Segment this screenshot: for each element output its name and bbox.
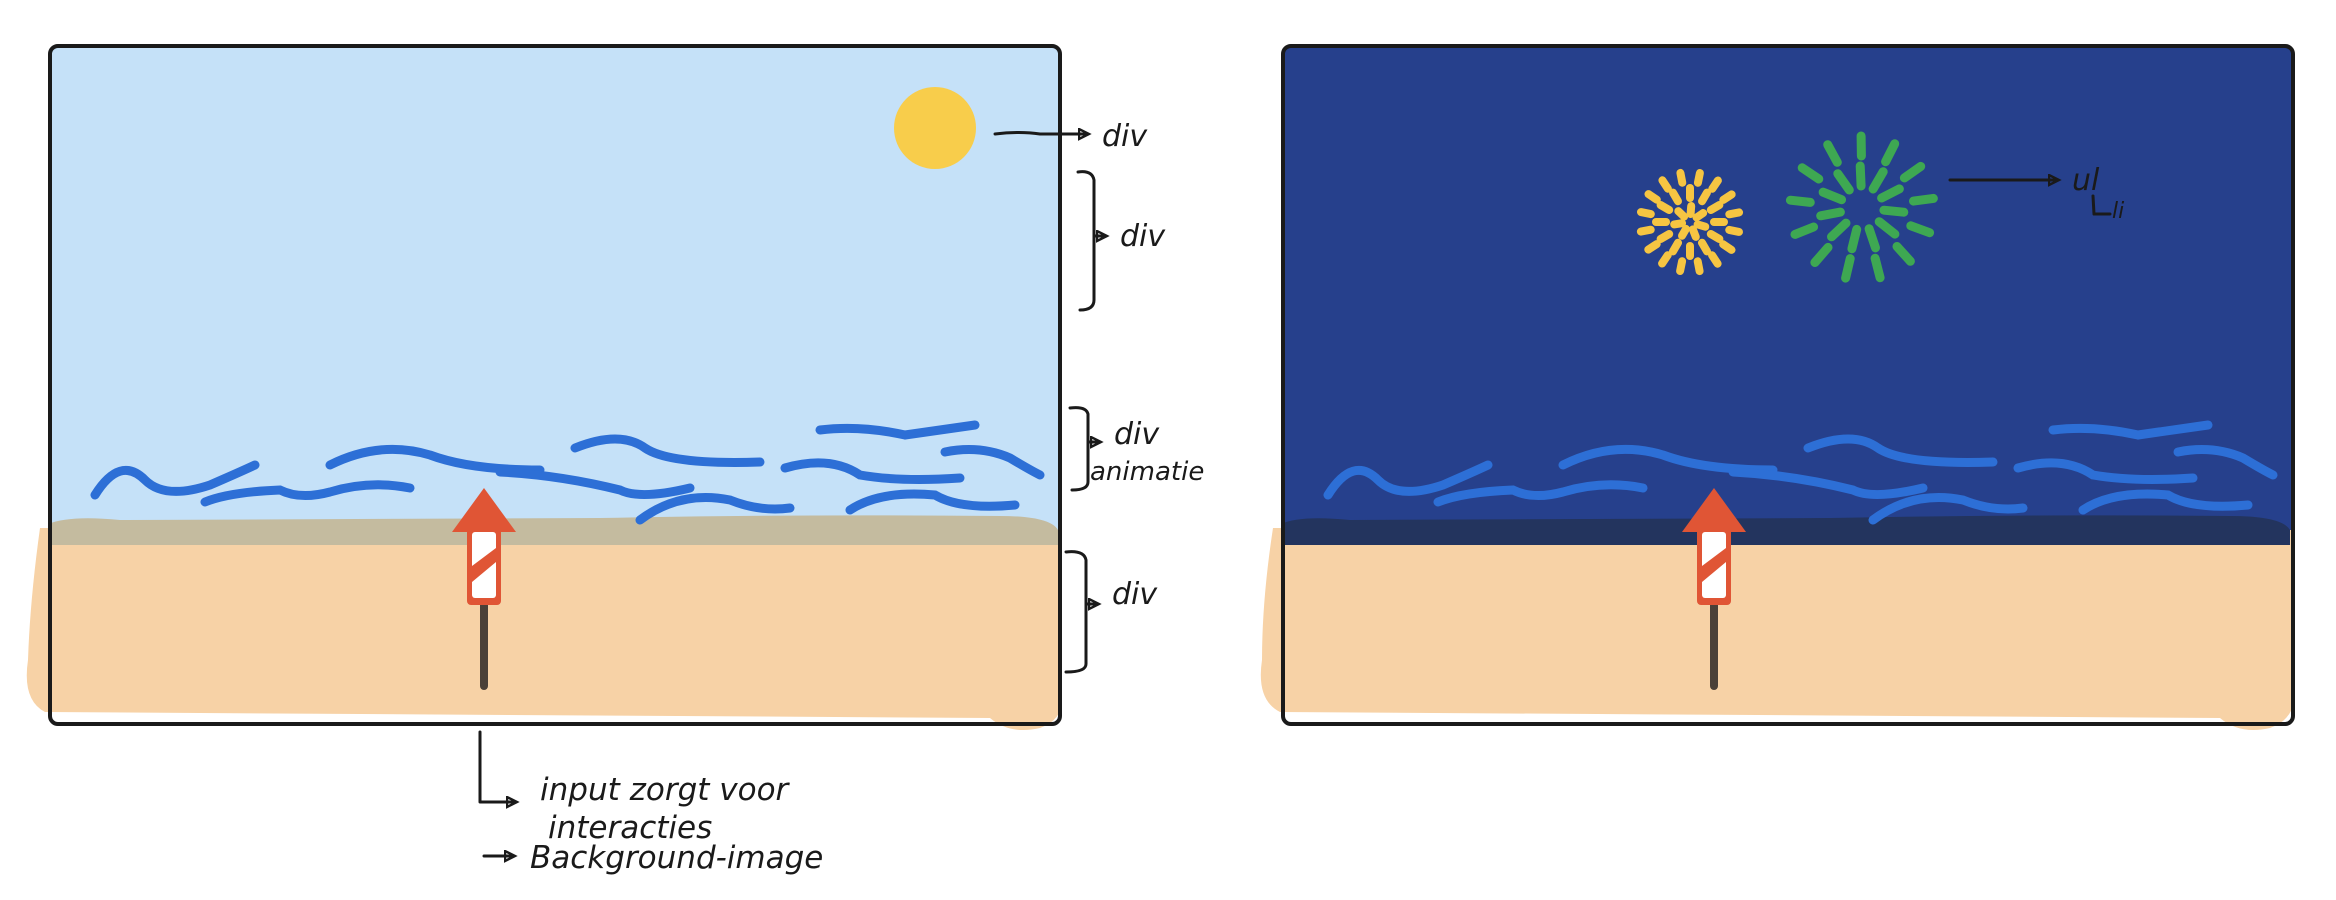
firework-spark — [1708, 251, 1722, 268]
fireworks-sub-label: li — [2112, 199, 2124, 224]
beach-bracket — [1064, 550, 1088, 674]
firework-spark — [1676, 257, 1687, 275]
firework-spark — [1676, 168, 1687, 187]
firework-spark — [1644, 240, 1661, 254]
firework-spark — [1708, 176, 1722, 193]
firework-spark — [1678, 224, 1690, 240]
firework-spark — [1674, 207, 1689, 221]
sun-label: div — [1102, 119, 1148, 154]
firework-spark — [1686, 202, 1696, 218]
firework-spark — [1656, 230, 1674, 243]
firework-spark — [1669, 188, 1682, 206]
firework-spark — [1693, 169, 1704, 187]
firework-spark — [1688, 225, 1700, 241]
firework-spark — [1877, 184, 1904, 203]
sea-sub-label: animatie — [1090, 457, 1204, 487]
input-arrow — [478, 730, 516, 802]
firework-spark — [1725, 208, 1744, 219]
firework-spark — [1656, 201, 1674, 214]
day-shoreline — [48, 515, 1058, 545]
firework-spark — [1698, 188, 1711, 206]
night-shoreline — [1281, 515, 2290, 545]
firework-spark — [1855, 161, 1866, 191]
fireworks-label: ul — [2072, 163, 2100, 198]
firework-spark — [1719, 190, 1736, 204]
firework-spark — [1706, 230, 1724, 243]
firework-spark — [1797, 163, 1824, 184]
firework-spark — [1670, 219, 1687, 229]
firework-spark — [1693, 220, 1710, 231]
night-sky — [1283, 46, 2293, 542]
sun-icon — [894, 87, 976, 169]
sea-bracket — [1068, 406, 1090, 492]
firework-spark — [1719, 240, 1736, 254]
firework-spark — [1818, 187, 1847, 205]
sun-arrow — [993, 133, 1088, 135]
day-scene — [26, 44, 1062, 731]
firework-spark — [1658, 251, 1672, 268]
firework-spark — [1909, 193, 1938, 206]
firework-spark — [1810, 242, 1833, 267]
firework-spark — [1892, 242, 1915, 266]
firework-spark — [1841, 254, 1855, 283]
day-rocket-icon — [452, 488, 516, 690]
firework-spark — [1879, 205, 1909, 217]
night-beach — [1260, 528, 2294, 731]
night-frame — [1281, 44, 2295, 726]
day-waves — [90, 420, 1045, 525]
firework-spark — [1906, 221, 1935, 238]
input-label-line2: interacties — [548, 810, 712, 846]
firework-spark — [1698, 238, 1711, 256]
firework-spark — [1874, 217, 1900, 239]
night-waves — [1323, 420, 2278, 525]
day-sky — [50, 46, 1060, 542]
firework-spark — [1864, 224, 1880, 253]
input-label-line1: input zorgt voor — [540, 772, 791, 808]
firework-spark — [1658, 176, 1672, 193]
firework-spark — [1644, 190, 1661, 204]
firework-spark — [1816, 207, 1845, 221]
firework-spark — [1790, 222, 1819, 239]
night-rocket-icon — [1682, 488, 1746, 690]
firework-spark — [1636, 225, 1655, 236]
firework-spark — [1870, 253, 1885, 283]
fireworks-sub-hook — [2091, 194, 2112, 216]
firework-spark — [1868, 167, 1888, 194]
firework-spark — [1669, 238, 1682, 256]
firework-spark — [1833, 169, 1854, 195]
firework-spark — [1693, 257, 1704, 276]
firework-spark — [1899, 161, 1926, 183]
night-scene — [1260, 44, 2295, 731]
firework-spark — [1827, 218, 1851, 242]
firework-spark — [1847, 224, 1862, 254]
firework-spark — [1881, 139, 1900, 167]
firework-spark — [1692, 209, 1708, 222]
firework-green-icon — [1785, 131, 1938, 283]
firework-spark — [1725, 225, 1743, 236]
firework-spark — [1637, 208, 1655, 219]
annotations — [478, 133, 2112, 857]
sky-label: div — [1120, 219, 1166, 254]
sky-bracket — [1076, 170, 1096, 312]
firework-yellow-icon — [1636, 168, 1744, 276]
firework-spark — [1785, 195, 1815, 207]
beach-label: div — [1112, 577, 1158, 612]
sea-label: div — [1114, 417, 1160, 452]
firework-spark — [1706, 201, 1724, 214]
day-frame — [48, 44, 1062, 726]
firework-spark — [1823, 140, 1842, 167]
background-label: Background-image — [530, 840, 823, 876]
day-beach — [26, 528, 1062, 731]
